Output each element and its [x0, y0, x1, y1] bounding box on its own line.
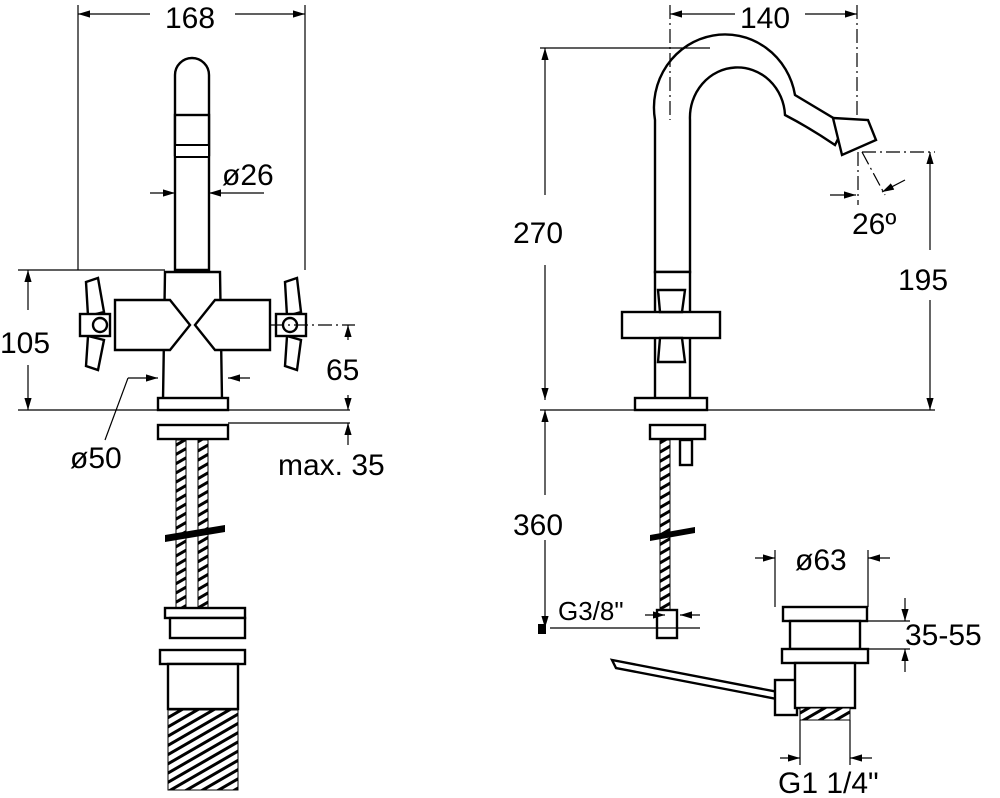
hose-length-label: 360: [513, 509, 563, 542]
supply-thread-label: G3/8": [558, 596, 624, 626]
spout-angle-label: 26º: [852, 208, 896, 241]
waste-thread-label: G1 1/4": [778, 767, 879, 798]
outlet-height-label: 195: [898, 264, 948, 297]
side-view-dimensions: 140 270 26º 195 360 G3/8" ø63 35-55 G1 1…: [513, 2, 982, 798]
total-height-label: 270: [513, 217, 563, 250]
waste-diameter-label: ø63: [795, 544, 847, 577]
waste-range-label: 35-55: [905, 619, 982, 652]
front-view-faucet: [78, 56, 308, 791]
width-label: 168: [165, 2, 215, 35]
base-diameter-label: ø50: [70, 442, 122, 475]
reach-label: 140: [740, 2, 790, 35]
handle-height-label: 65: [326, 354, 359, 387]
front-view-dimensions: 168 ø26 105 65 ø50 max. 35: [0, 2, 385, 482]
spout-diameter-label: ø26: [222, 159, 274, 192]
max-thickness-label: max. 35: [278, 449, 385, 482]
side-view-faucet: [609, 33, 878, 721]
height-label: 105: [0, 327, 50, 360]
